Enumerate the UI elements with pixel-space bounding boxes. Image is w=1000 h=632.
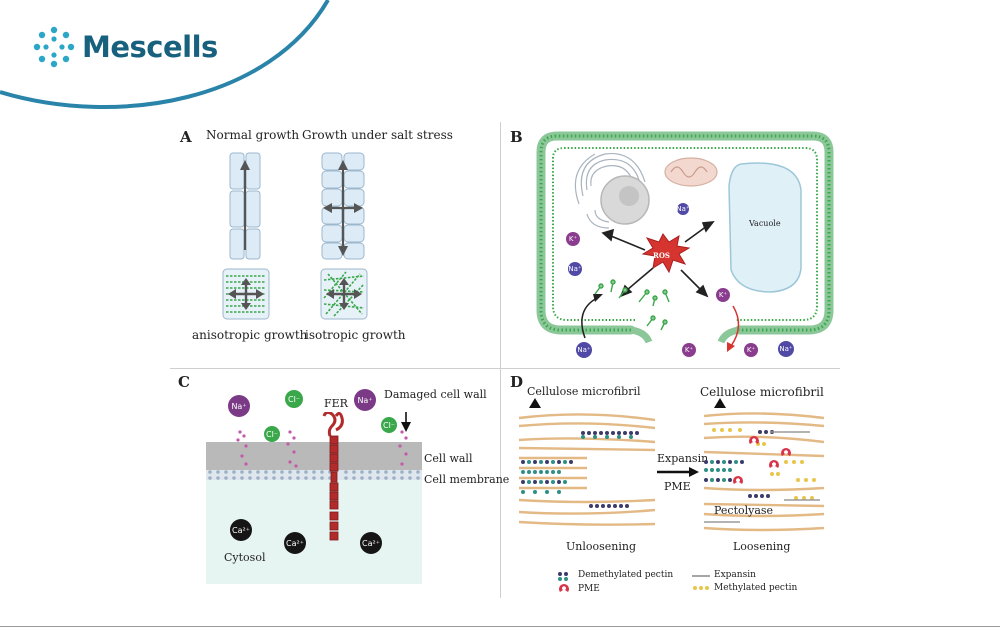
panel-c-damaged-wall-label: Damaged cell wall xyxy=(384,388,487,401)
panel-b-vacuole-label: Vacuole xyxy=(749,219,781,228)
legend-pme-icon xyxy=(559,584,569,592)
panel-b-ion-k-1: K⁺ xyxy=(566,232,580,246)
panel-a-normal-growth-title: Normal growth xyxy=(206,128,300,142)
panel-a-letter: A xyxy=(180,128,192,146)
panel-c-ion-ca-3: Ca²⁺ xyxy=(360,532,382,554)
panel-c-ion-ca-1: Ca²⁺ xyxy=(230,519,252,541)
panel-d-letter: D xyxy=(510,373,524,391)
panel-c-cell-membrane-label: Cell membrane xyxy=(424,473,510,486)
panel-d-unloosening-label: Unloosening xyxy=(566,540,637,553)
panel-a-isotropic-label: isotropic growth xyxy=(305,328,406,342)
panel-d-pme-label: PME xyxy=(664,480,691,493)
panel-d-transition-arrow xyxy=(657,467,699,477)
legend-demethylated-pectin: Demethylated pectin xyxy=(578,570,674,580)
panel-divider-vertical xyxy=(500,122,501,598)
panel-a-salt-growth-title: Growth under salt stress xyxy=(302,128,453,142)
brand-name: Mescells xyxy=(82,30,218,64)
brand-logo: Mescells xyxy=(32,22,218,72)
panel-b-ion-k-3: K⁺ xyxy=(682,343,696,357)
panel-b-ion-k-2: K⁺ xyxy=(716,288,730,302)
panel-c-fer-label: FER xyxy=(324,397,348,410)
panel-a-isotropic-microfibrils xyxy=(320,268,368,320)
legend-expansin: Expansin xyxy=(714,570,756,580)
panel-b-plant-cell xyxy=(536,131,834,352)
legend-pme: PME xyxy=(578,584,600,594)
panel-c-ion-cl-1: Cl⁻ xyxy=(285,390,303,408)
panel-divider-horizontal xyxy=(170,368,840,369)
panel-c-ion-na-1: Na⁺ xyxy=(228,395,250,417)
panel-d-cellulose-left-label: Cellulose microfibril xyxy=(527,385,641,398)
panel-b-ion-na-4: Na⁺ xyxy=(778,341,794,357)
panel-b-letter: B xyxy=(510,128,523,146)
panel-a-isotropic-cells xyxy=(321,152,365,260)
panel-d-expansin-label: Expansin xyxy=(657,452,709,465)
header-arc-decoration xyxy=(0,0,330,109)
panel-a-elongated-cells xyxy=(229,152,261,260)
panel-d-loosening-label: Loosening xyxy=(733,540,791,553)
legend-methylated-pectin-icon xyxy=(693,586,709,590)
panel-c-cytosol-label: Cytosol xyxy=(224,551,266,564)
panel-a-anisotropic-label: anisotropic growth xyxy=(192,328,308,342)
panel-c-ion-cl-2: Cl⁻ xyxy=(264,426,280,442)
legend-demethylated-pectin-icon xyxy=(558,572,568,581)
panel-b-ion-na-3: Na⁺ xyxy=(576,342,592,358)
panel-c-membrane-scene xyxy=(206,412,422,584)
panel-b-ion-k-4: K⁺ xyxy=(744,343,758,357)
panel-b-ion-na-2: Na⁺ xyxy=(676,203,690,215)
panel-c-cell-wall-label: Cell wall xyxy=(424,452,473,465)
panel-c-ion-na-2: Na⁺ xyxy=(354,389,376,411)
legend-methylated-pectin: Methylated pectin xyxy=(714,583,798,593)
legend-expansin-icon xyxy=(692,575,710,577)
panel-c-letter: C xyxy=(178,373,190,391)
panel-d-unloosening-wall xyxy=(518,398,656,526)
panel-b-ion-na-1: Na⁺ xyxy=(568,262,582,276)
panel-b-ros-label: ROS xyxy=(653,251,670,260)
panel-c-ion-cl-3: Cl⁻ xyxy=(381,417,397,433)
panel-c-ion-ca-2: Ca²⁺ xyxy=(284,532,306,554)
panel-d-cellulose-right-label: Cellulose microfibril xyxy=(700,385,824,399)
dot-ring-logo-icon xyxy=(33,26,75,68)
panel-d-loosening-wall xyxy=(703,398,825,532)
panel-a-anisotropic-microfibrils xyxy=(222,268,270,320)
panel-d-pectolyase-label: Pectolyase xyxy=(714,504,774,517)
footer-rule xyxy=(0,626,1000,627)
